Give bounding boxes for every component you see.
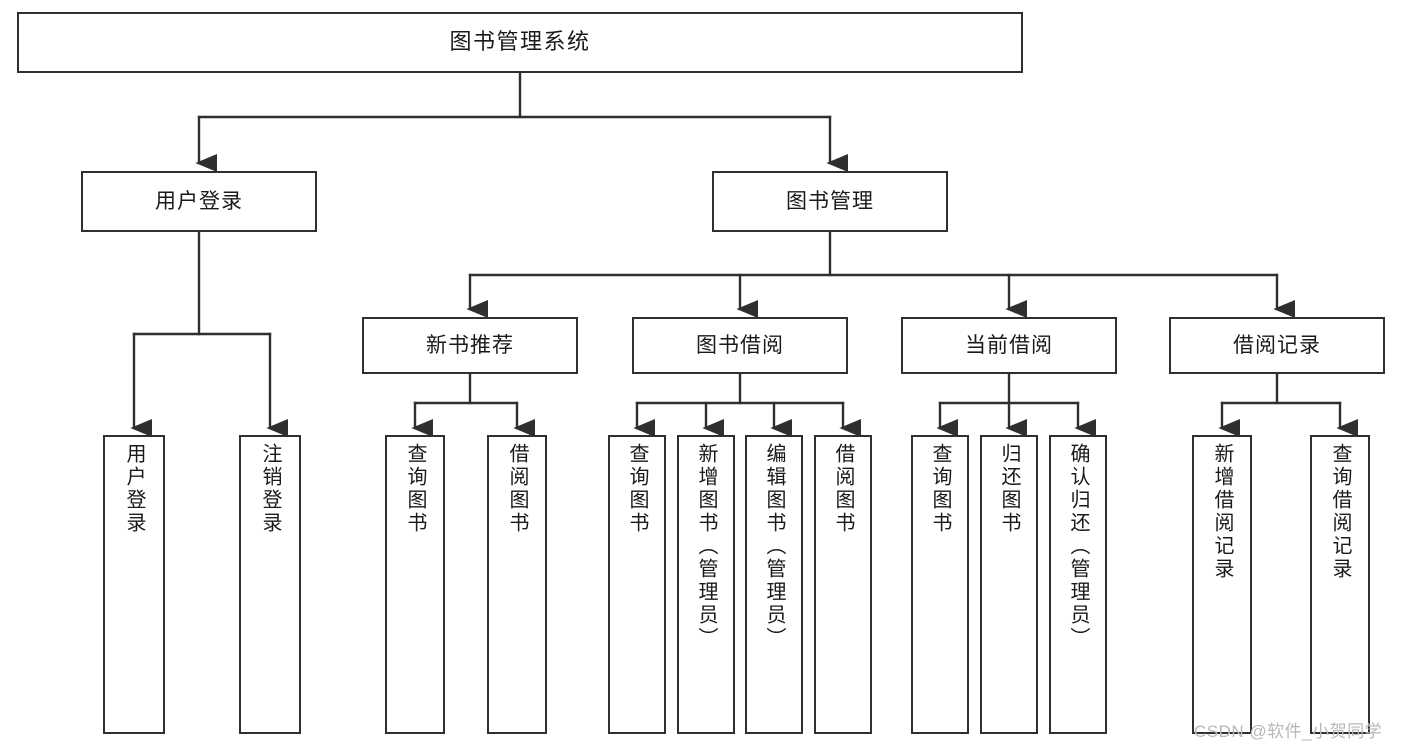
node-leaf-user-login-label: 用户登录 <box>123 443 145 535</box>
node-leaf-borrow-book-2-label: 借阅图书 <box>832 443 854 535</box>
node-new-book-recommend-label: 新书推荐 <box>426 333 514 357</box>
node-root[interactable]: 图书管理系统 <box>17 12 1023 73</box>
node-book-manage[interactable]: 图书管理 <box>712 171 948 232</box>
csdn-watermark: CSDN @软件_小贺同学 <box>1194 722 1383 741</box>
node-leaf-logout-login[interactable]: 注销登录 <box>239 435 301 734</box>
node-user-login-label: 用户登录 <box>155 189 243 213</box>
node-leaf-edit-book-admin[interactable]: 编辑图书（管理员） <box>745 435 803 734</box>
node-leaf-borrow-book-2[interactable]: 借阅图书 <box>814 435 872 734</box>
node-leaf-edit-book-admin-label: 编辑图书（管理员） <box>763 443 785 650</box>
node-user-login[interactable]: 用户登录 <box>81 171 317 232</box>
node-book-borrow-label: 图书借阅 <box>696 333 784 357</box>
node-leaf-confirm-return-admin[interactable]: 确认归还（管理员） <box>1049 435 1107 734</box>
node-book-borrow[interactable]: 图书借阅 <box>632 317 848 374</box>
node-leaf-confirm-return-admin-label: 确认归还（管理员） <box>1067 443 1089 650</box>
node-new-book-recommend[interactable]: 新书推荐 <box>362 317 578 374</box>
node-leaf-return-book[interactable]: 归还图书 <box>980 435 1038 734</box>
node-book-manage-label: 图书管理 <box>786 189 874 213</box>
node-leaf-add-borrow-record[interactable]: 新增借阅记录 <box>1192 435 1252 734</box>
node-leaf-add-book-admin[interactable]: 新增图书（管理员） <box>677 435 735 734</box>
node-leaf-query-book-1[interactable]: 查询图书 <box>385 435 445 734</box>
node-leaf-query-book-2-label: 查询图书 <box>626 443 648 535</box>
node-leaf-query-book-3-label: 查询图书 <box>929 443 951 535</box>
node-leaf-query-borrow-record[interactable]: 查询借阅记录 <box>1310 435 1370 734</box>
node-leaf-borrow-book-1[interactable]: 借阅图书 <box>487 435 547 734</box>
node-leaf-query-book-3[interactable]: 查询图书 <box>911 435 969 734</box>
node-leaf-query-borrow-record-label: 查询借阅记录 <box>1329 443 1351 581</box>
node-current-borrow[interactable]: 当前借阅 <box>901 317 1117 374</box>
node-current-borrow-label: 当前借阅 <box>965 333 1053 357</box>
node-borrow-record-label: 借阅记录 <box>1233 333 1321 357</box>
node-leaf-borrow-book-1-label: 借阅图书 <box>506 443 528 535</box>
node-leaf-query-book-1-label: 查询图书 <box>404 443 426 535</box>
node-leaf-query-book-2[interactable]: 查询图书 <box>608 435 666 734</box>
node-root-label: 图书管理系统 <box>449 29 591 55</box>
node-leaf-add-borrow-record-label: 新增借阅记录 <box>1211 443 1233 581</box>
node-leaf-logout-login-label: 注销登录 <box>259 443 281 535</box>
node-leaf-add-book-admin-label: 新增图书（管理员） <box>695 443 717 650</box>
node-leaf-return-book-label: 归还图书 <box>998 443 1020 535</box>
node-borrow-record[interactable]: 借阅记录 <box>1169 317 1385 374</box>
node-leaf-user-login[interactable]: 用户登录 <box>103 435 165 734</box>
